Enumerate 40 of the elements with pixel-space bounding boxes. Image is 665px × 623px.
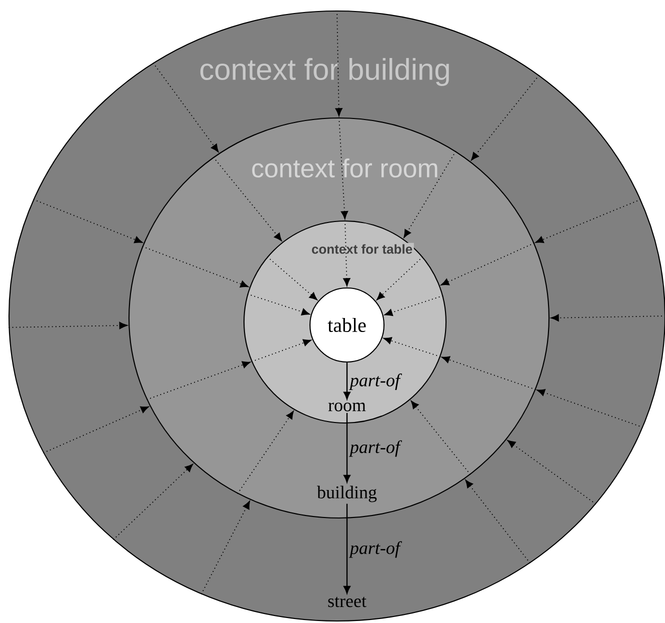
arrow (442, 356, 536, 390)
arrow (8, 322, 128, 330)
arrow (384, 295, 444, 316)
arrow (344, 362, 350, 400)
arrow (142, 246, 248, 288)
arrow (471, 74, 540, 160)
arrow (343, 220, 350, 286)
arrow (338, 117, 348, 220)
arrow (410, 400, 471, 476)
ring-label: context for table (310, 242, 414, 256)
edge-label: part-of (348, 540, 402, 560)
arrow (344, 504, 350, 594)
arrow (383, 337, 441, 358)
object-label: building (317, 486, 377, 502)
arrow (507, 440, 596, 505)
arrow (246, 294, 310, 316)
arrow (536, 389, 644, 428)
arrow (152, 62, 219, 152)
arrow (266, 256, 318, 300)
arrow (404, 150, 456, 238)
arrow (550, 314, 665, 322)
arrow (32, 198, 143, 244)
arrow (344, 412, 350, 483)
arrow (376, 256, 424, 300)
ring-label: context for room (250, 157, 440, 179)
arrow (465, 480, 531, 564)
arrow (112, 464, 194, 540)
arrow (440, 242, 535, 286)
object-label: street (328, 596, 366, 608)
arrow (42, 406, 149, 454)
arrow (200, 500, 250, 595)
edge-label: part-of (348, 438, 402, 458)
arrow (535, 198, 642, 244)
ring-label: context for building (198, 56, 452, 88)
arrow (212, 156, 282, 242)
object-label: room (328, 402, 366, 412)
arrow (146, 361, 250, 400)
arrow (251, 339, 312, 362)
edge-label: part-of (348, 372, 402, 392)
arrow (237, 410, 294, 494)
